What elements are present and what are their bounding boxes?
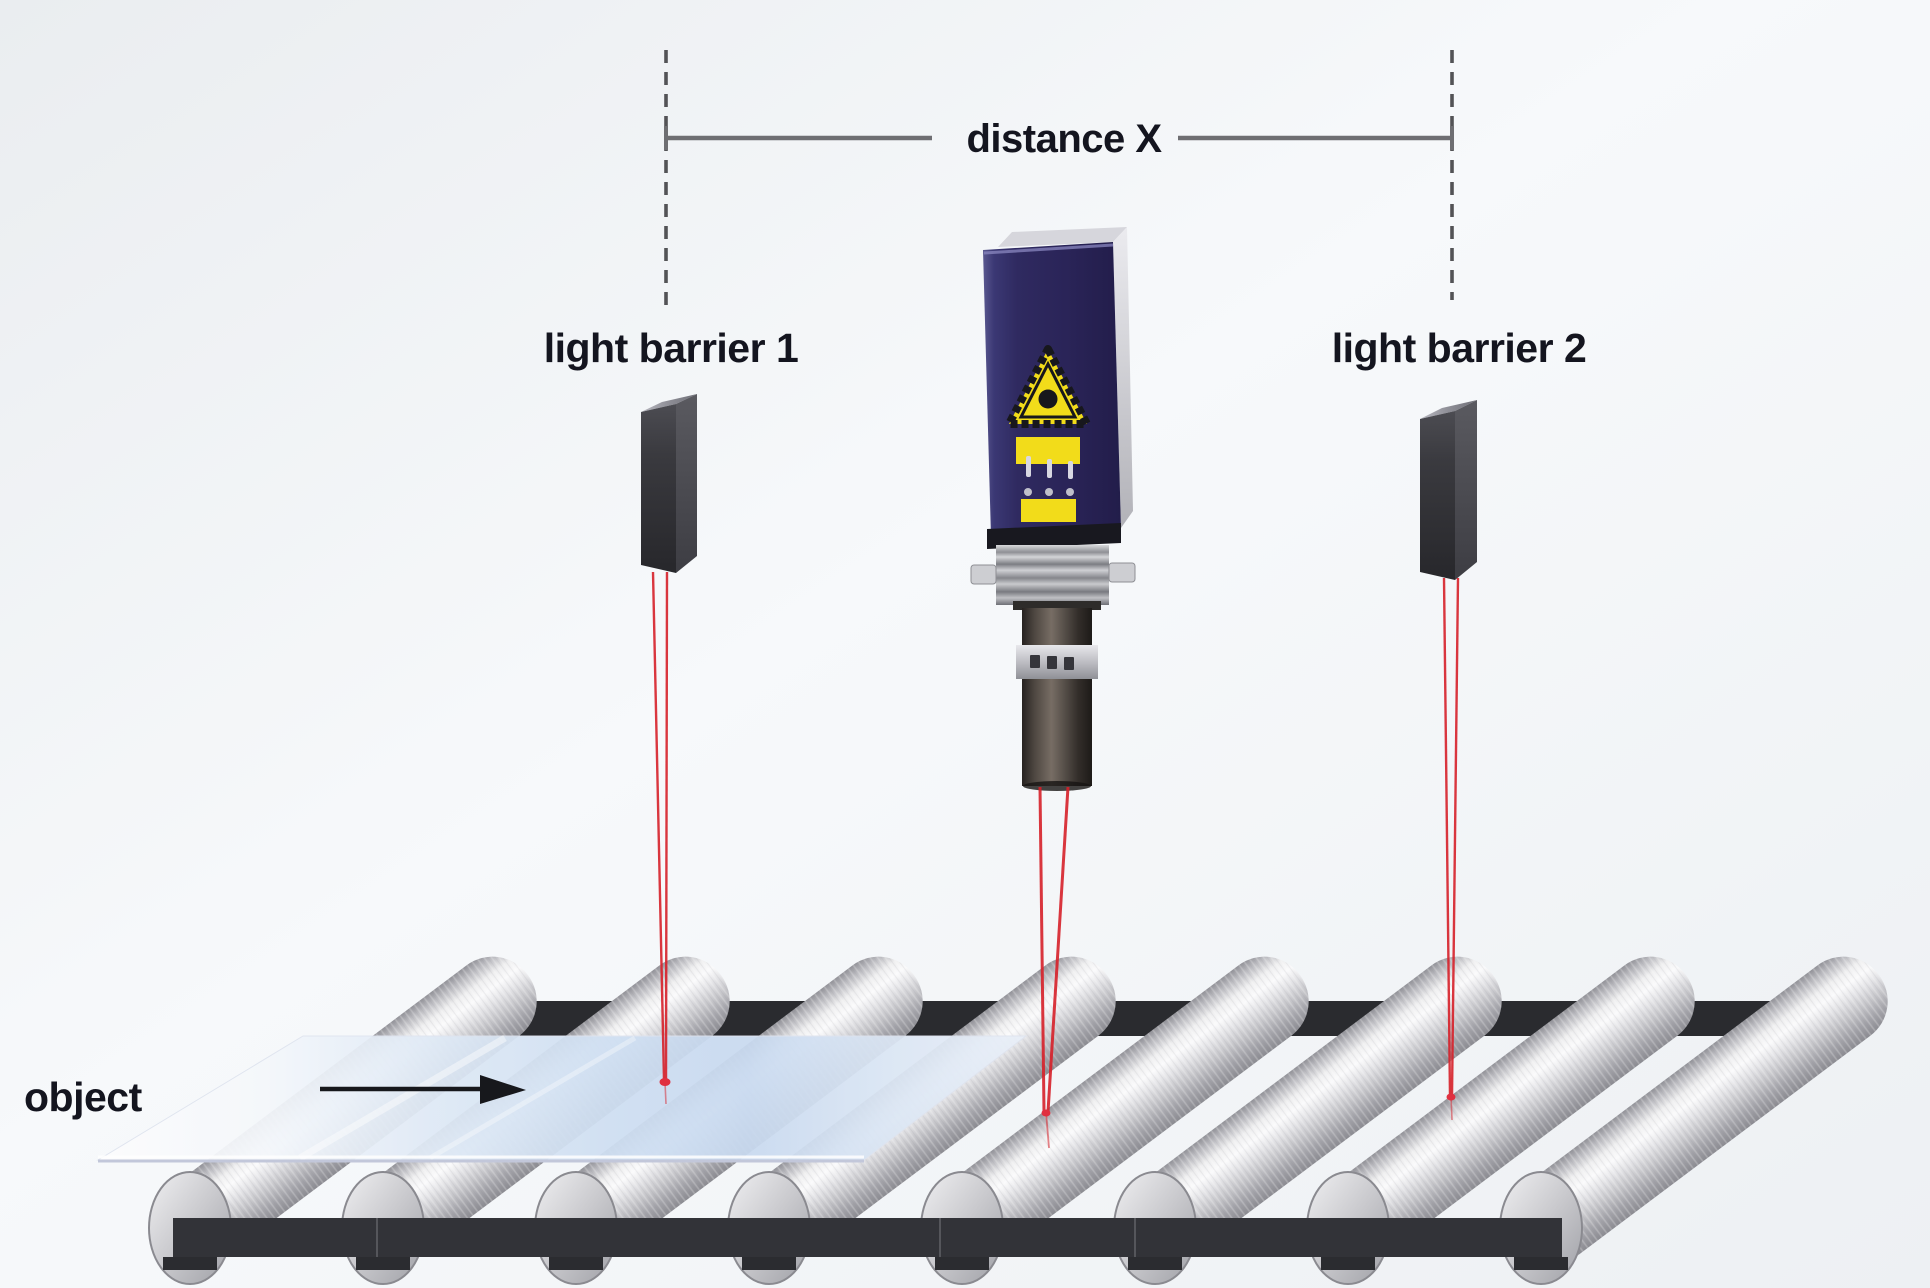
roller-texture xyxy=(1314,956,1695,1264)
laser-sensor-device xyxy=(970,227,1136,791)
rail-tab xyxy=(356,1257,410,1270)
rail-mounting-tabs xyxy=(163,1257,1568,1270)
light-barrier-1-top xyxy=(641,394,697,412)
sensor-top-bevel xyxy=(983,243,1114,255)
sensor-laser-beam xyxy=(1038,786,1070,1149)
sensor-side-face xyxy=(1113,227,1133,528)
object-sheet xyxy=(96,1034,1028,1163)
focus-ring xyxy=(1016,645,1098,679)
sensor-label-plate-bottom xyxy=(1021,499,1076,522)
rail-tab xyxy=(549,1257,603,1270)
roller-texture xyxy=(1507,956,1888,1264)
light-barrier-1-side xyxy=(676,394,697,573)
light-barrier-2-top xyxy=(1420,400,1477,419)
laser-spot-2 xyxy=(1446,1093,1456,1101)
distance-annotation: distance X xyxy=(664,50,1454,312)
light-barrier-2-side xyxy=(1455,400,1477,580)
sensor-base-band xyxy=(987,523,1121,549)
laser-spot-sensor xyxy=(1041,1109,1051,1117)
mounting-bracket xyxy=(996,545,1109,605)
rail-tab xyxy=(1514,1257,1568,1270)
rail-tab xyxy=(163,1257,217,1270)
light-barrier-1-front xyxy=(641,404,676,573)
sensor-indicators xyxy=(1024,456,1074,496)
light-barrier-1-device xyxy=(641,394,697,573)
light-barrier-1-label: light barrier 1 xyxy=(544,325,799,371)
light-barrier-2-beam xyxy=(1442,577,1460,1121)
rail-tab xyxy=(1321,1257,1375,1270)
rail-tab xyxy=(1128,1257,1182,1270)
laser-spot-1 xyxy=(659,1078,671,1086)
light-barrier-2-device xyxy=(1420,400,1477,580)
direction-arrow xyxy=(320,1075,526,1104)
front-rail xyxy=(173,1218,1562,1257)
lens-barrel xyxy=(1022,608,1092,786)
light-barrier-2-label: light barrier 2 xyxy=(1332,325,1587,371)
sheet-crease xyxy=(298,1034,507,1162)
object-label: object xyxy=(24,1074,143,1120)
rail-tab xyxy=(935,1257,989,1270)
laser-warning-icon xyxy=(1005,345,1091,428)
barrel-aperture xyxy=(1023,781,1091,791)
distance-x-label: distance X xyxy=(966,117,1162,161)
barrel-collar xyxy=(1013,601,1101,610)
laser-beams xyxy=(651,571,1460,1149)
conveyor xyxy=(96,956,1888,1285)
roller-texture xyxy=(928,956,1309,1264)
sheet-crease xyxy=(428,1035,637,1161)
bracket-pin-left xyxy=(970,564,997,585)
bracket-pin-right xyxy=(1108,562,1136,583)
sensor-top-face xyxy=(998,227,1127,247)
light-barrier-2-front xyxy=(1420,411,1455,580)
rail-tab xyxy=(742,1257,796,1270)
roller-texture xyxy=(1121,956,1502,1264)
light-barrier-1-beam xyxy=(651,571,671,1105)
